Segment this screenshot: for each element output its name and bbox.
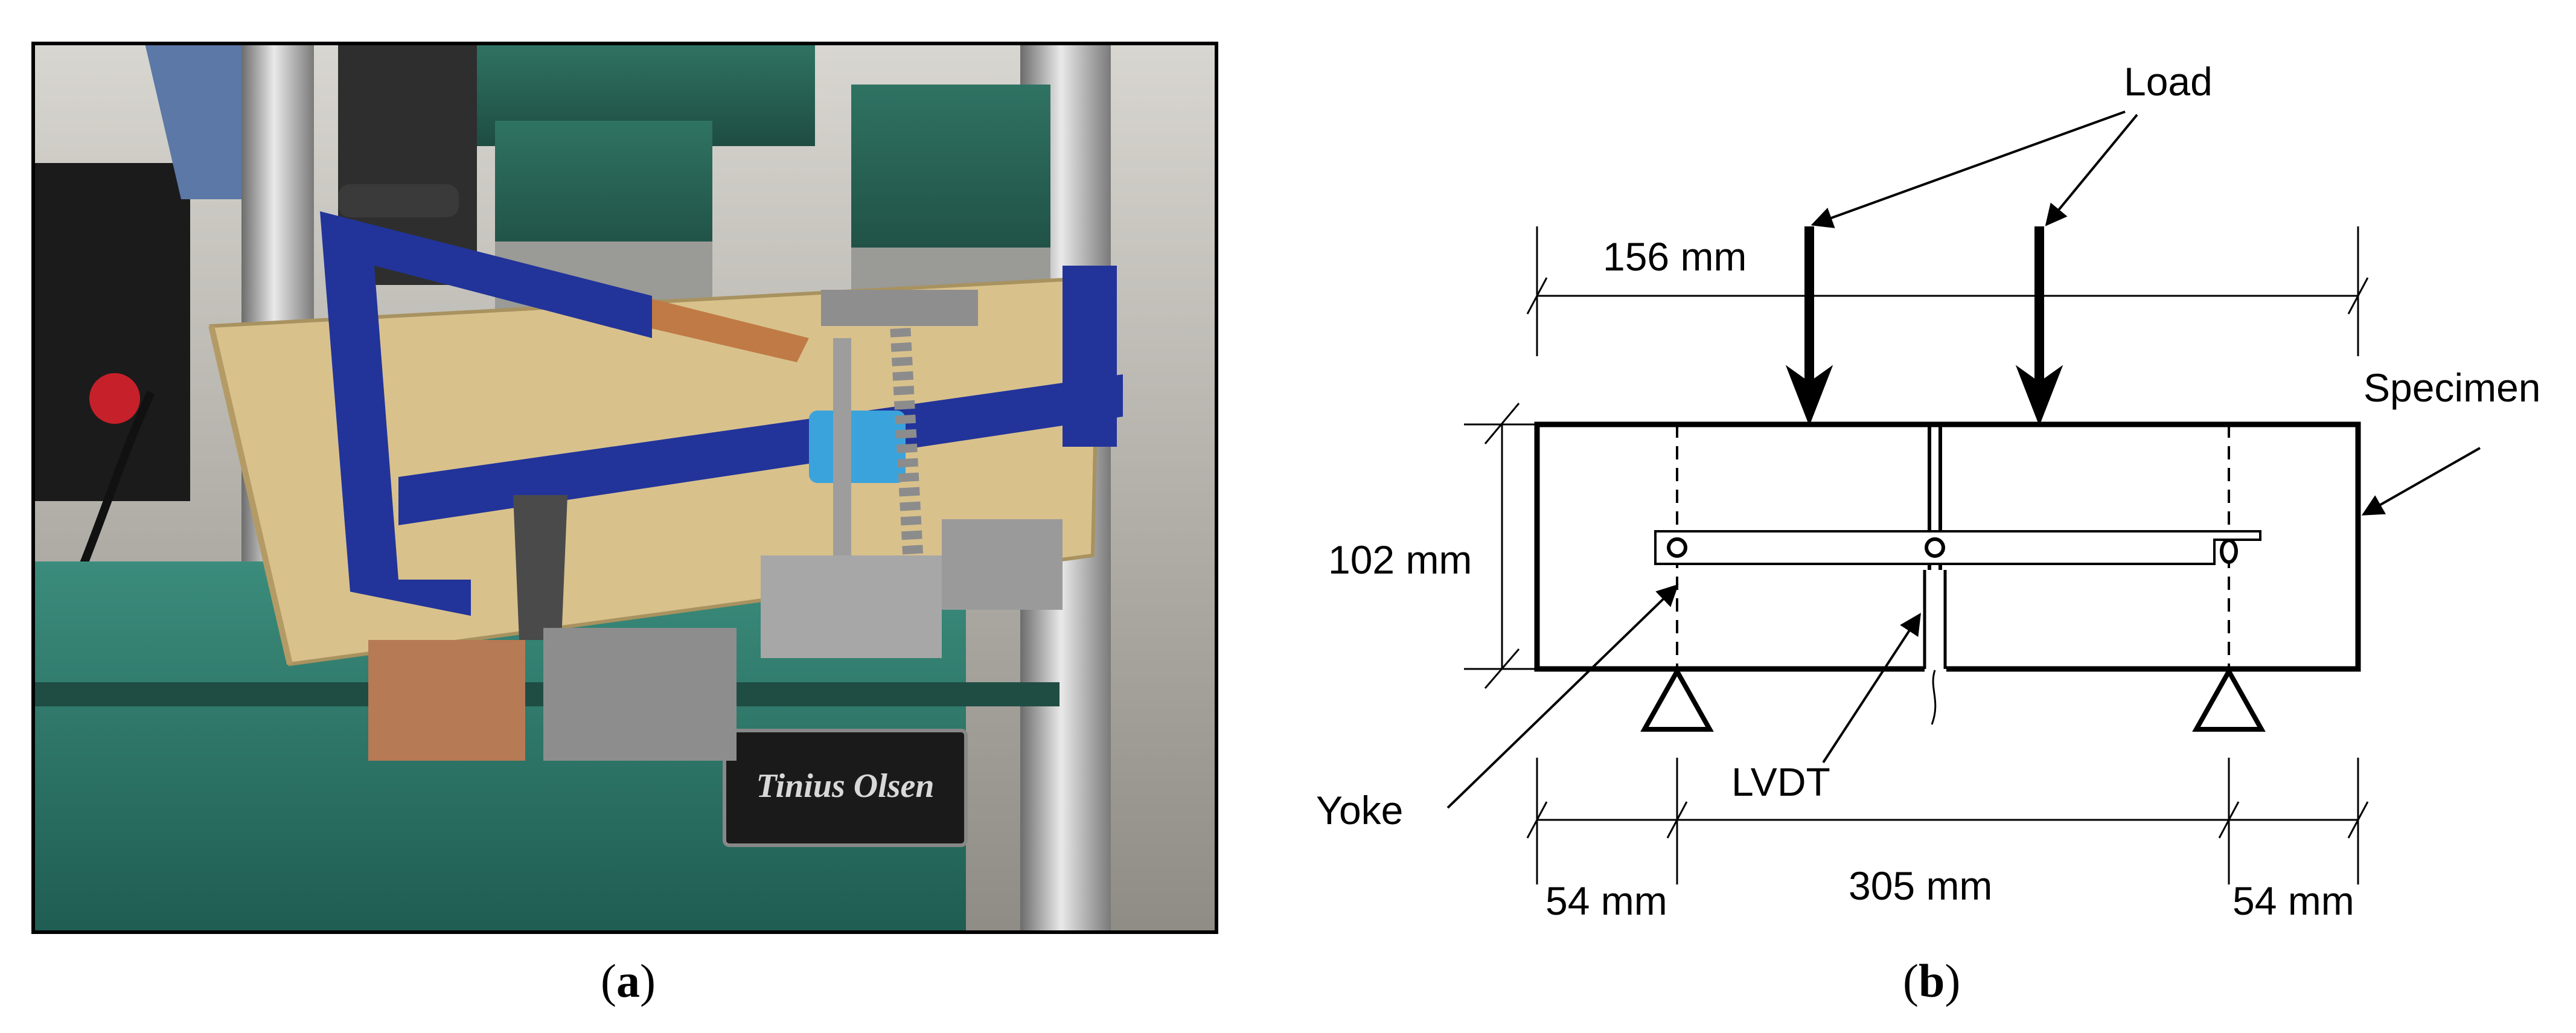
label-overhang-right: 54 mm xyxy=(2232,878,2354,923)
label-lvdt: LVDT xyxy=(1731,760,1830,804)
lvdt-clamp xyxy=(821,290,978,326)
dimension-load-span: 156 mm xyxy=(1526,226,2369,356)
load-leader-left xyxy=(1811,110,2126,228)
caption-panel-a: (a) xyxy=(601,955,656,1007)
lvdt-base xyxy=(761,555,942,658)
clamp-knob-top xyxy=(338,184,459,217)
blue-yoke-frame xyxy=(320,211,652,616)
emergency-stop-button xyxy=(89,373,140,424)
blue-yoke-bar xyxy=(398,374,1123,525)
panel-a-photo: Tinius Olsen xyxy=(31,42,1218,934)
load-arrow-right xyxy=(2015,226,2063,426)
control-console xyxy=(33,163,190,501)
svg-text:102 mm: 102 mm xyxy=(1328,537,1472,582)
brand-plate: Tinius Olsen xyxy=(723,729,968,847)
specimen-edge xyxy=(208,325,293,665)
label-support-span: 305 mm xyxy=(1849,863,1992,908)
label-overhang-left: 54 mm xyxy=(1545,878,1667,923)
support-triangle-left xyxy=(1640,666,1714,732)
label-yoke: Yoke xyxy=(1316,788,1403,833)
load-arrow-left xyxy=(1785,226,1833,426)
specimen-outline xyxy=(1534,421,2361,672)
support-triangle-right xyxy=(2192,666,2266,732)
dimension-depth: 102 mm xyxy=(1328,403,1537,689)
lvdt-spring xyxy=(889,313,928,641)
lvdt-leader xyxy=(1822,612,1921,764)
label-specimen: Specimen xyxy=(2363,365,2541,410)
lvdt-body-bg xyxy=(1925,570,1946,673)
caption-panel-b: (b) xyxy=(1903,955,1961,1007)
yoke-pin-center xyxy=(1925,537,1945,558)
panel-b-schematic: Load Specimen Yoke LVDT 156 mm 102 mm xyxy=(1316,59,2541,923)
support-block-left xyxy=(543,628,737,761)
specimen-leader xyxy=(2361,447,2481,516)
yoke-pin-right xyxy=(2220,539,2238,564)
photo-border xyxy=(31,42,1218,934)
lvdt-cable xyxy=(1931,670,1937,725)
yoke-leader xyxy=(1446,584,1679,809)
clamp-knob-side xyxy=(513,495,567,640)
load-leader-right xyxy=(2045,114,2138,226)
loading-block-right xyxy=(851,85,1050,278)
lvdt-holder xyxy=(809,411,906,483)
support-block-right xyxy=(942,519,1063,610)
dimension-bottom-chain xyxy=(1526,758,2369,884)
yoke-bar xyxy=(1654,530,2261,565)
support-pad-left xyxy=(368,640,525,761)
caption-letter-a: a xyxy=(616,955,640,1007)
blue-yoke-end xyxy=(1063,266,1117,447)
label-load: Load xyxy=(2124,59,2213,104)
brand-plate-text: Tinius Olsen xyxy=(756,767,934,805)
caption-letter-b: b xyxy=(1918,955,1945,1007)
yoke-pin-left xyxy=(1667,537,1687,558)
svg-text:156 mm: 156 mm xyxy=(1603,234,1747,279)
